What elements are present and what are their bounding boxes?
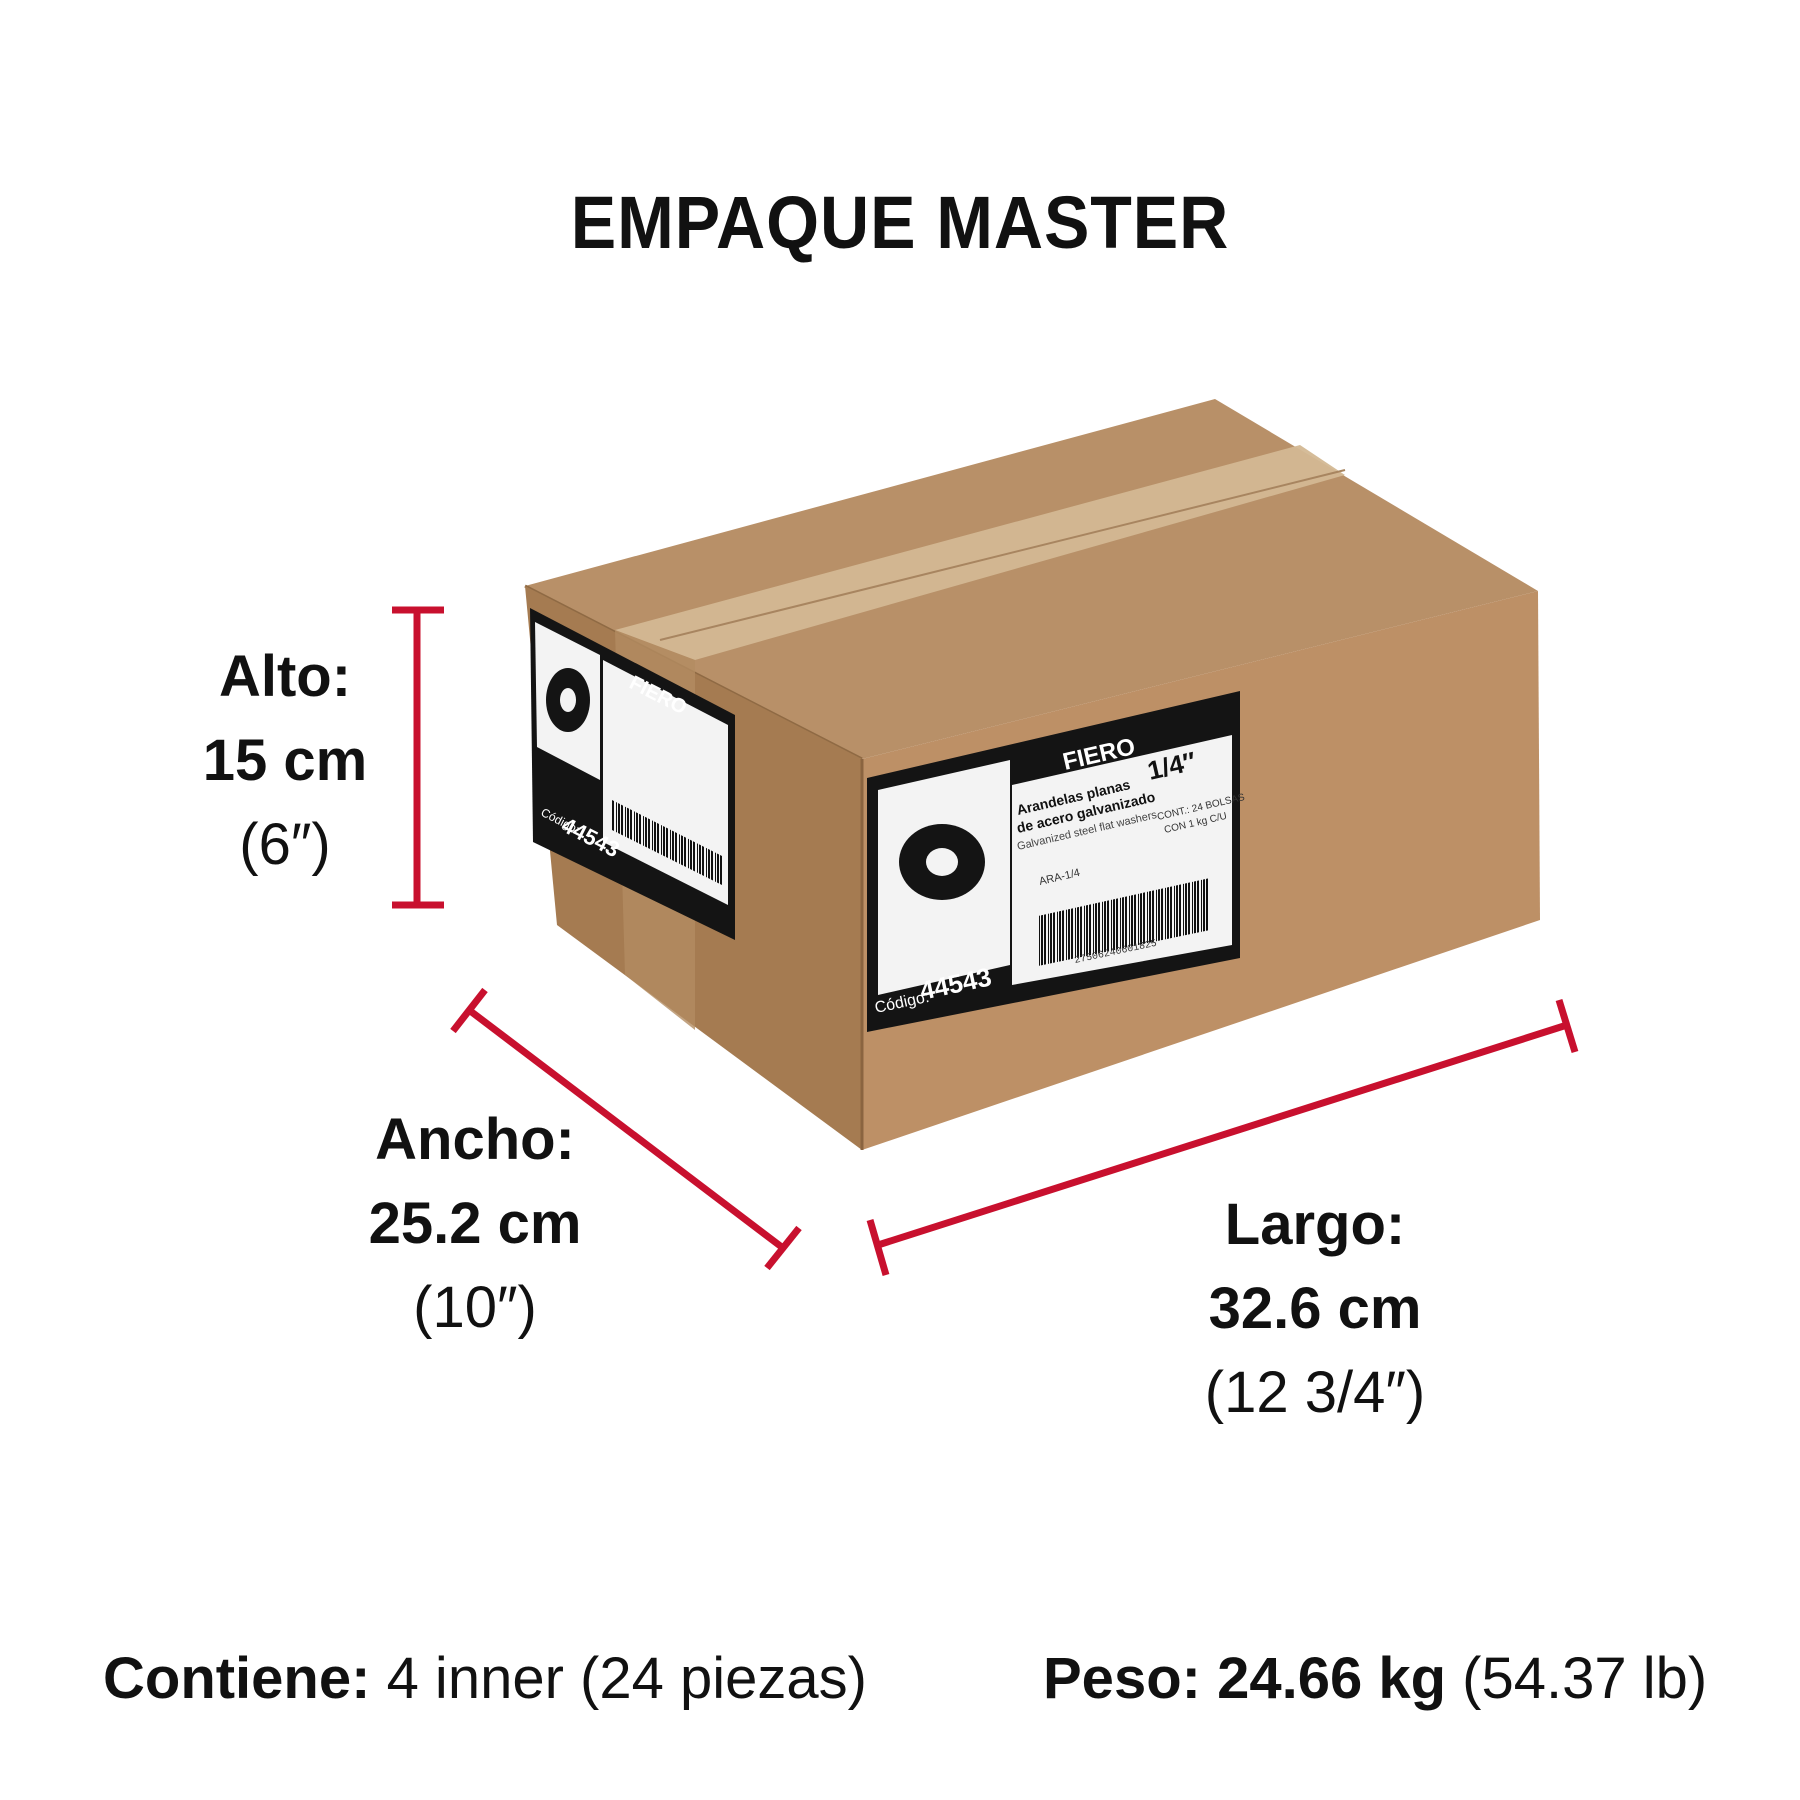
alto-value: 15 cm	[202, 728, 368, 793]
largo-label: Largo:	[1224, 1192, 1406, 1257]
ancho-dimension-text: Ancho: 25.2 cm (10″)	[325, 1098, 625, 1350]
contiene-info: Contiene: 4 inner (24 piezas)	[103, 1645, 867, 1712]
alto-dimension-text: Alto: 15 cm (6″)	[180, 635, 390, 887]
front-label: FIERO Arandelas planas de acero galvaniz…	[867, 691, 1246, 1032]
ancho-imperial: (10″)	[413, 1275, 537, 1340]
side-label: FIERO Código: 44543	[530, 608, 735, 940]
contiene-value: 4 inner (24 piezas)	[386, 1646, 867, 1711]
ancho-label: Ancho:	[375, 1107, 575, 1172]
dimension-lines	[392, 606, 1579, 1276]
peso-label: Peso:	[1043, 1646, 1201, 1711]
contiene-label: Contiene:	[103, 1646, 371, 1711]
alto-label: Alto:	[218, 644, 352, 709]
peso-imperial: (54.37 lb)	[1462, 1646, 1708, 1711]
largo-imperial: (12 3/4″)	[1204, 1360, 1426, 1425]
ancho-value: 25.2 cm	[368, 1191, 582, 1256]
largo-dimension-text: Largo: 32.6 cm (12 3/4″)	[1150, 1183, 1480, 1435]
peso-info: Peso: 24.66 kg (54.37 lb)	[1043, 1645, 1707, 1712]
largo-dimension-line	[876, 1021, 1569, 1249]
alto-imperial: (6″)	[239, 812, 331, 877]
peso-value: 24.66 kg	[1217, 1646, 1447, 1711]
ancho-dimension-line	[466, 1007, 786, 1251]
largo-value: 32.6 cm	[1208, 1276, 1422, 1341]
page-title: EMPAQUE MASTER	[570, 181, 1230, 264]
